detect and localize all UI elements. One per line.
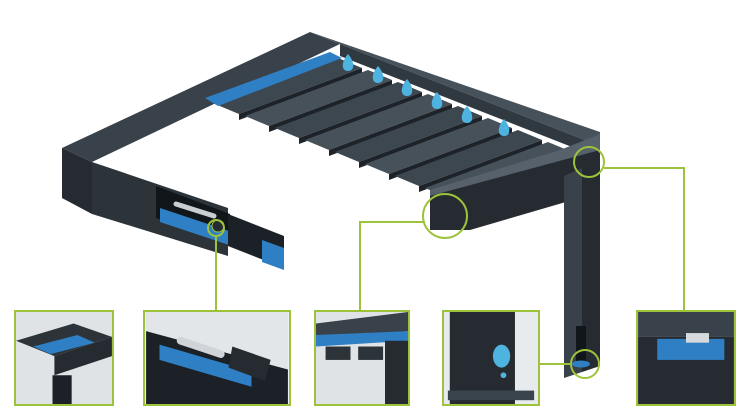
louver-group	[215, 58, 572, 204]
water-drop	[431, 92, 443, 109]
louver	[335, 106, 482, 162]
louver	[215, 58, 362, 114]
front-beam	[430, 134, 600, 230]
louver	[245, 70, 392, 126]
thumbnail-louver-gutter	[314, 310, 410, 406]
water-drop	[372, 66, 384, 83]
back-beam	[310, 32, 600, 158]
louver	[305, 94, 452, 150]
water-drop	[498, 119, 510, 136]
callout-leaders	[215, 167, 685, 365]
thumbnail-corner-joint	[14, 310, 114, 406]
water-drops	[342, 54, 510, 136]
right-post	[564, 168, 600, 378]
callout-circles	[207, 146, 605, 379]
thumbnail-louver-actuator	[143, 310, 291, 406]
louver	[395, 130, 542, 186]
louver	[365, 118, 512, 174]
thumbnail-top-bracket	[636, 310, 736, 406]
inner-gutter	[205, 52, 342, 106]
water-drop	[461, 106, 473, 123]
louver	[275, 82, 422, 138]
thumbnail-post-drain	[442, 310, 540, 406]
water-drop	[342, 54, 354, 71]
water-drop	[401, 79, 413, 96]
